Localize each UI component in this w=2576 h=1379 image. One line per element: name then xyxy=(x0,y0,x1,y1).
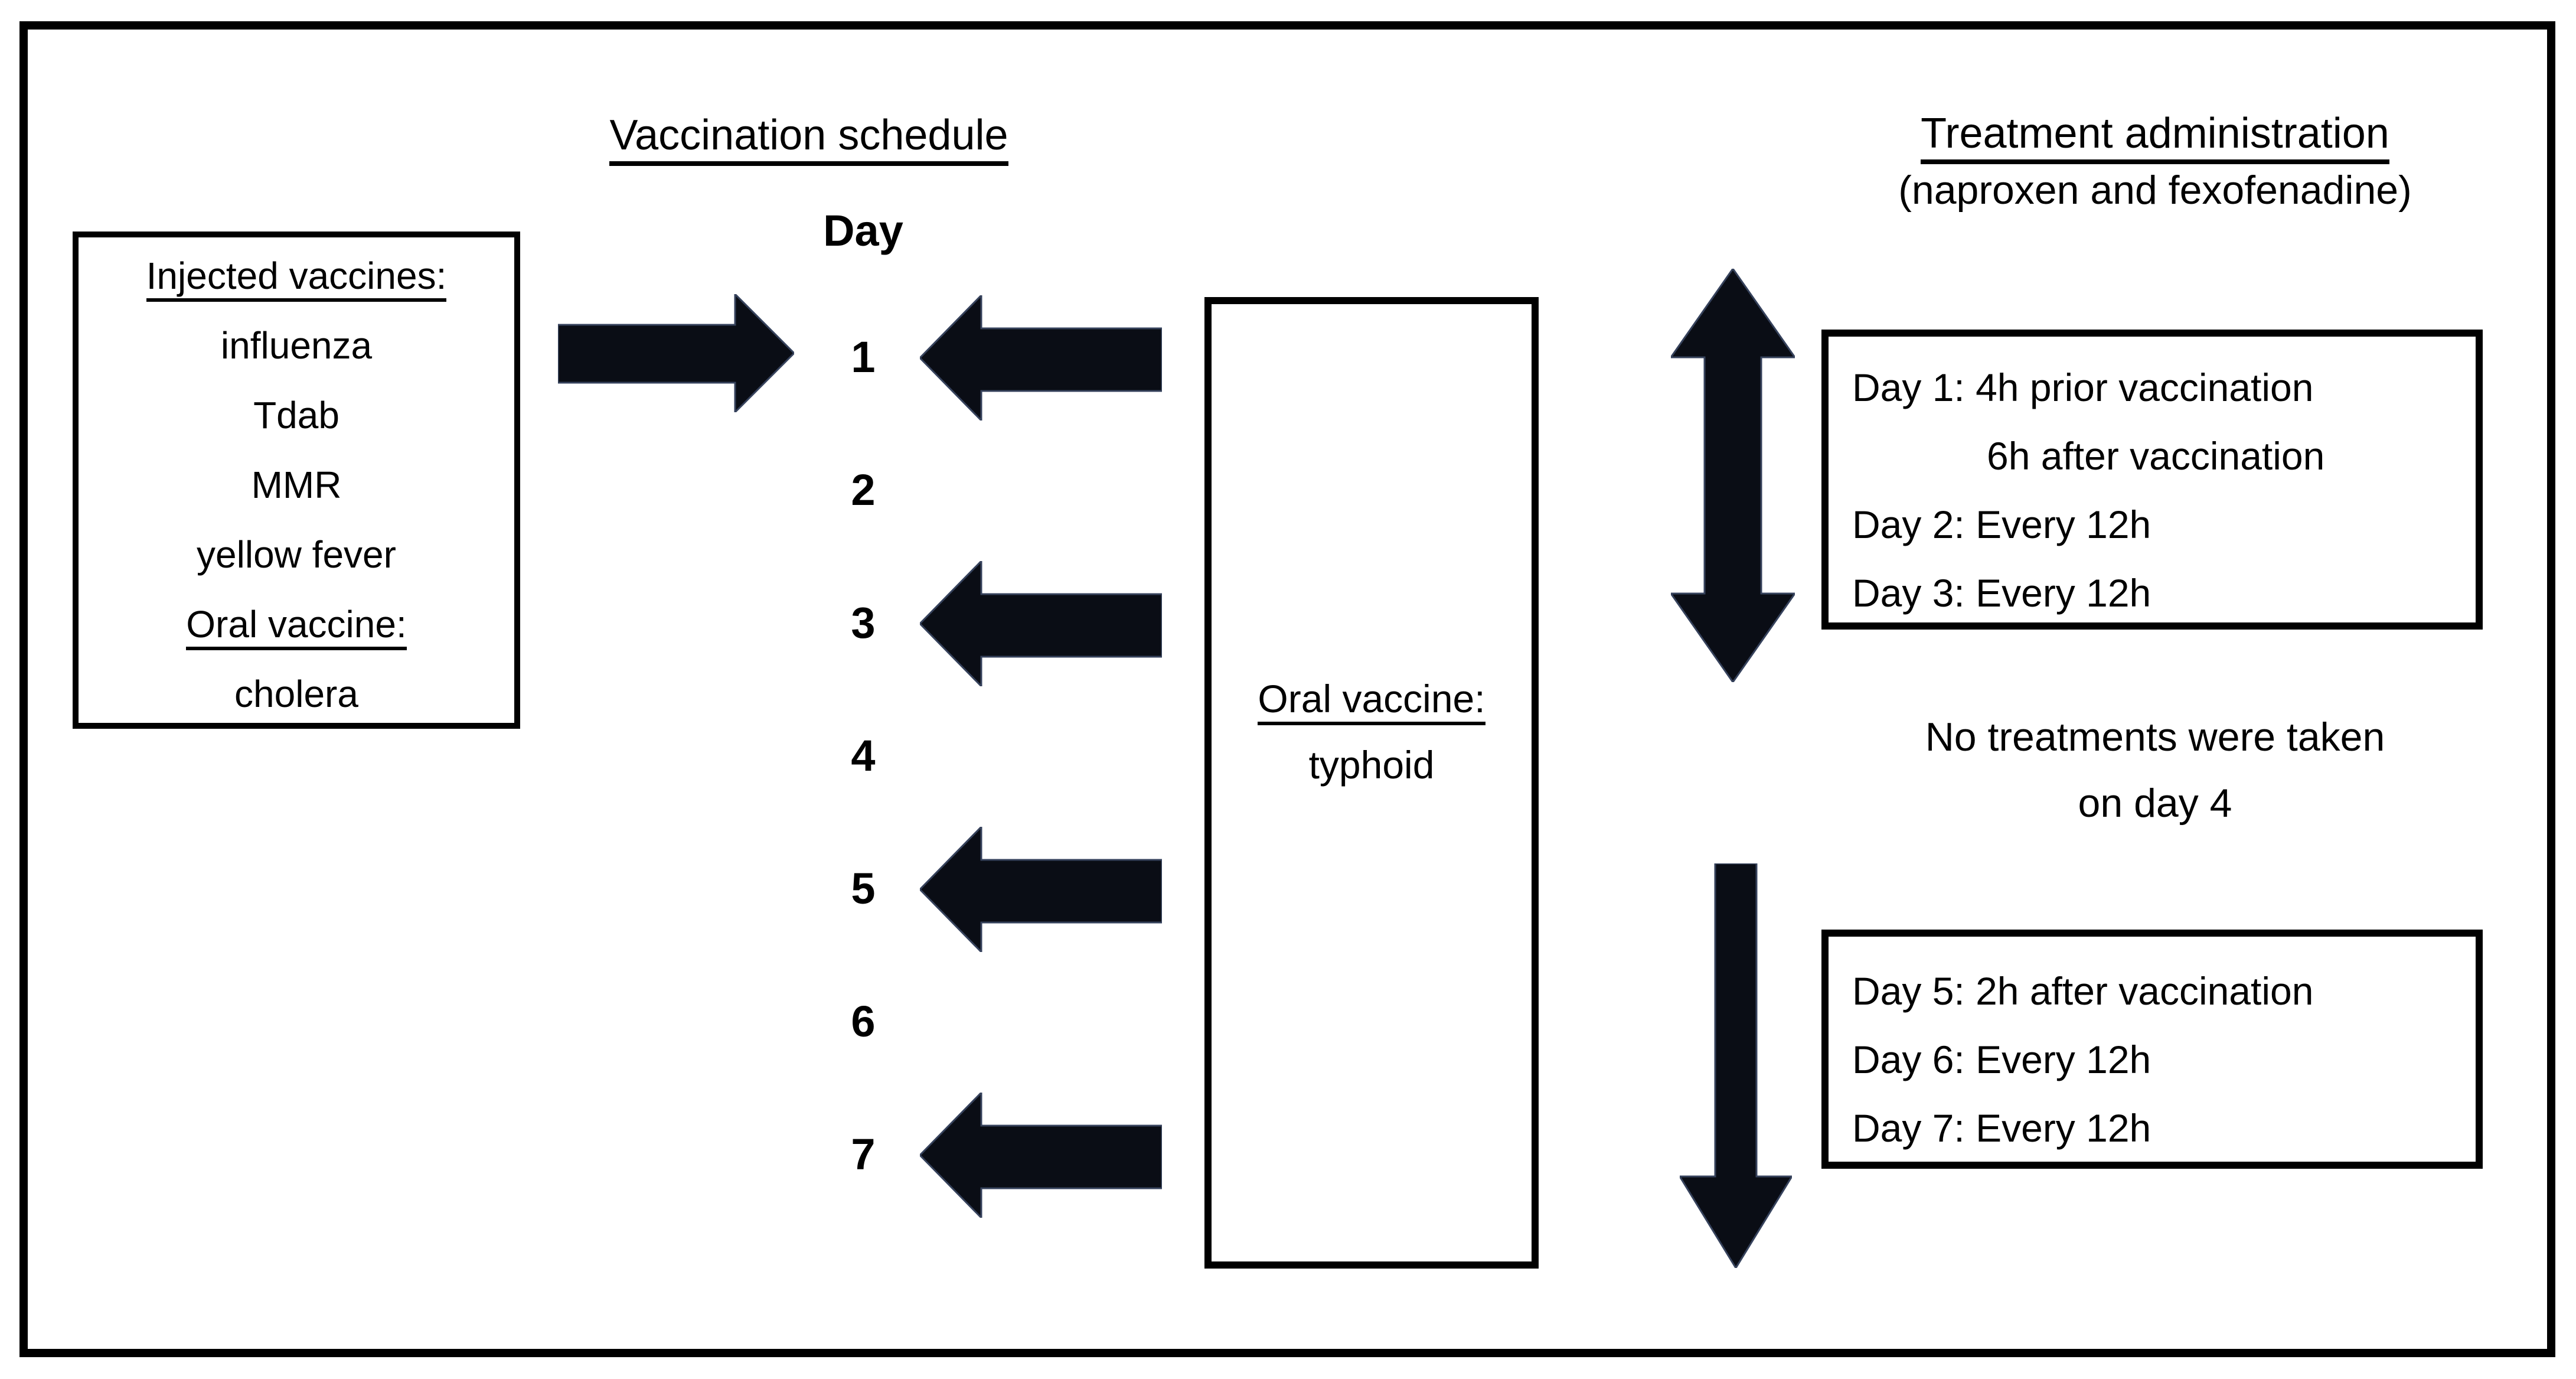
treatment-day1-line2: 6h after vaccination xyxy=(1987,434,2325,478)
vaccination-schedule-title: Vaccination schedule xyxy=(514,111,1104,166)
oral-vaccine-typhoid-label: Oral vaccine: xyxy=(1212,666,1532,732)
day-label-7: 7 xyxy=(851,1130,876,1179)
day-label-5: 5 xyxy=(851,864,876,913)
double-arrow-days1-3-icon xyxy=(1671,269,1795,682)
treatment-day3-line: Day 3: Every 12h xyxy=(1852,571,2151,615)
arrow-typhoid-to-day7-icon xyxy=(920,1093,1162,1218)
down-arrow-days5-7-icon xyxy=(1680,863,1792,1268)
treatment-box-days1-3: Day 1: 4h prior vaccination 6h after vac… xyxy=(1821,330,2483,630)
arrow-injected-to-day1-icon xyxy=(558,294,794,412)
vaccination-schedule-title-text: Vaccination schedule xyxy=(609,112,1008,166)
diagram-border xyxy=(19,21,2555,1357)
arrow-typhoid-to-day1-icon xyxy=(920,295,1162,420)
treatment-title-text: Treatment administration xyxy=(1827,109,2483,164)
treatment-day7-line: Day 7: Every 12h xyxy=(1852,1106,2151,1150)
treatment-day2-line: Day 2: Every 12h xyxy=(1852,503,2151,546)
no-treatment-note-line1: No treatments were taken xyxy=(1925,715,2385,759)
arrow-typhoid-to-day5-icon xyxy=(920,827,1162,952)
vaccine-item-mmr: MMR xyxy=(251,464,342,506)
vaccine-item-tdab: Tdab xyxy=(253,394,339,436)
day-label-1: 1 xyxy=(851,332,876,382)
treatment-box-days5-7: Day 5: 2h after vaccination Day 6: Every… xyxy=(1821,930,2483,1169)
day-label-2: 2 xyxy=(851,465,876,514)
treatment-subtitle: (naproxen and fexofenadine) xyxy=(1898,168,2412,213)
oral-vaccine-typhoid-box: Oral vaccine: typhoid xyxy=(1204,297,1539,1269)
vaccine-item-typhoid: typhoid xyxy=(1308,743,1435,787)
vaccine-item-cholera: cholera xyxy=(234,673,358,715)
injected-vaccines-label: Injected vaccines: xyxy=(79,241,514,311)
treatment-day6-line: Day 6: Every 12h xyxy=(1852,1038,2151,1081)
day-label-4: 4 xyxy=(851,731,876,780)
oral-vaccine-label: Oral vaccine: xyxy=(79,589,514,659)
day-label-6: 6 xyxy=(851,997,876,1046)
treatment-day5-line: Day 5: 2h after vaccination xyxy=(1852,969,2314,1013)
day-label-3: 3 xyxy=(851,598,876,647)
no-treatment-note-line2: on day 4 xyxy=(2078,781,2232,826)
vaccine-item-yellow-fever: yellow fever xyxy=(197,533,396,576)
vaccine-item-influenza: influenza xyxy=(220,324,373,367)
day-column-header: Day xyxy=(823,206,903,255)
arrow-typhoid-to-day3-icon xyxy=(920,561,1162,686)
injected-vaccines-box: Injected vaccines: influenza Tdab MMR ye… xyxy=(73,232,520,729)
treatment-day1-line: Day 1: 4h prior vaccination xyxy=(1852,366,2314,409)
treatment-administration-title: Treatment administration (naproxen and f… xyxy=(1827,109,2483,213)
no-treatment-note: No treatments were taken on day 4 xyxy=(1827,704,2483,836)
